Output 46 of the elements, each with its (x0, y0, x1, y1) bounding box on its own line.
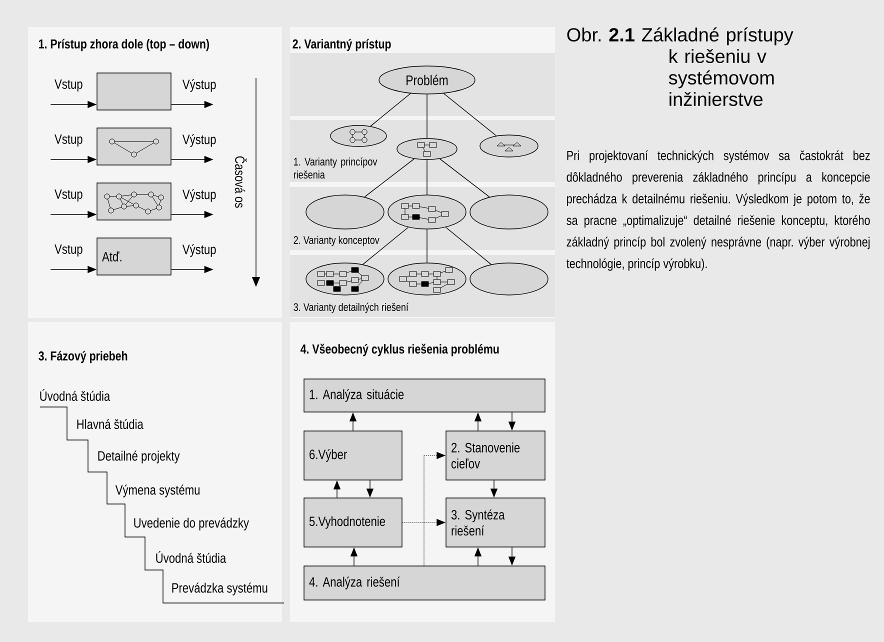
connector-line (364, 158, 415, 198)
panel-heading: 4. Všeobecný cyklus riešenia problému (300, 344, 499, 356)
process-box: 3. Syntéza riešení (446, 498, 546, 548)
connector-line (443, 93, 497, 136)
process-box: 5.Vyhodnotenie (304, 498, 402, 548)
edge-label: Vstup (54, 189, 82, 202)
phase-label: Úvodná štúdia (40, 389, 110, 401)
phase-label: Úvodná štúdia (156, 551, 226, 563)
ellipse (470, 262, 548, 296)
phase-label: Detailné projekty (98, 450, 180, 464)
phase-label: Prevádzka systému (172, 582, 268, 596)
panel-heading: 3. Fázový priebeh (38, 350, 128, 364)
phase-label: Hlavná štúdia (77, 418, 144, 430)
process-box: 1. Analýza situácie (304, 378, 546, 412)
process-box: 2. Stanovenie cieľov (446, 430, 546, 480)
block-box: Atď. (96, 238, 172, 276)
edge-label: Výstup (182, 79, 216, 92)
connector-line (426, 160, 428, 195)
connector-line (370, 93, 411, 127)
connector-line (445, 226, 492, 265)
ellipse (470, 194, 548, 230)
connector-line (362, 226, 409, 265)
connector-line (426, 229, 428, 263)
edge-label: Vstup (54, 244, 82, 257)
edge-label: Výstup (182, 189, 216, 202)
edge-label: Výstup (182, 134, 216, 147)
panel-heading: 2. Variantný prístup (292, 38, 391, 52)
block-box (96, 72, 172, 110)
level-label: 3. Varianty detailných riešení (294, 302, 408, 314)
edge-label: Výstup (182, 244, 216, 257)
connector-line (439, 158, 490, 198)
caption-text: Pri projektovaní technických systémov sa častokrát bez dôkladného preverenia základného princípu a koncepcie prechádza k detailnému riešeniu. Výsledkom je potom to, že sa pracne „optimalizuje“ detailné riešenie konceptu, ktorého základný princíp bol zvolený nesprávne (napr. výber výrobnej technológie, princíp výrobku). (566, 150, 870, 271)
panel-heading: 1. Prístup zhora dole (top – down) (39, 38, 209, 52)
level-label: 2. Varianty konceptov (294, 236, 380, 246)
process-box: 6.Výber (304, 430, 402, 480)
ellipse (306, 194, 384, 230)
process-box: 4. Analýza riešení (304, 566, 546, 600)
phase-label: Uvedenie do prevádzky (134, 518, 249, 530)
figure-title: Obr. 2.1 Základné prístupy k riešeniu v systémovom inžinierstve (567, 27, 794, 106)
axis-label: Časová os (235, 156, 247, 208)
phase-label: Výmena systému (115, 484, 200, 498)
edge-label: Vstup (54, 134, 82, 147)
connector-line (426, 94, 428, 138)
panel (28, 322, 282, 622)
edge-label: Vstup (54, 79, 82, 92)
level-label: 1. Varianty princípov riešenia (294, 157, 378, 179)
